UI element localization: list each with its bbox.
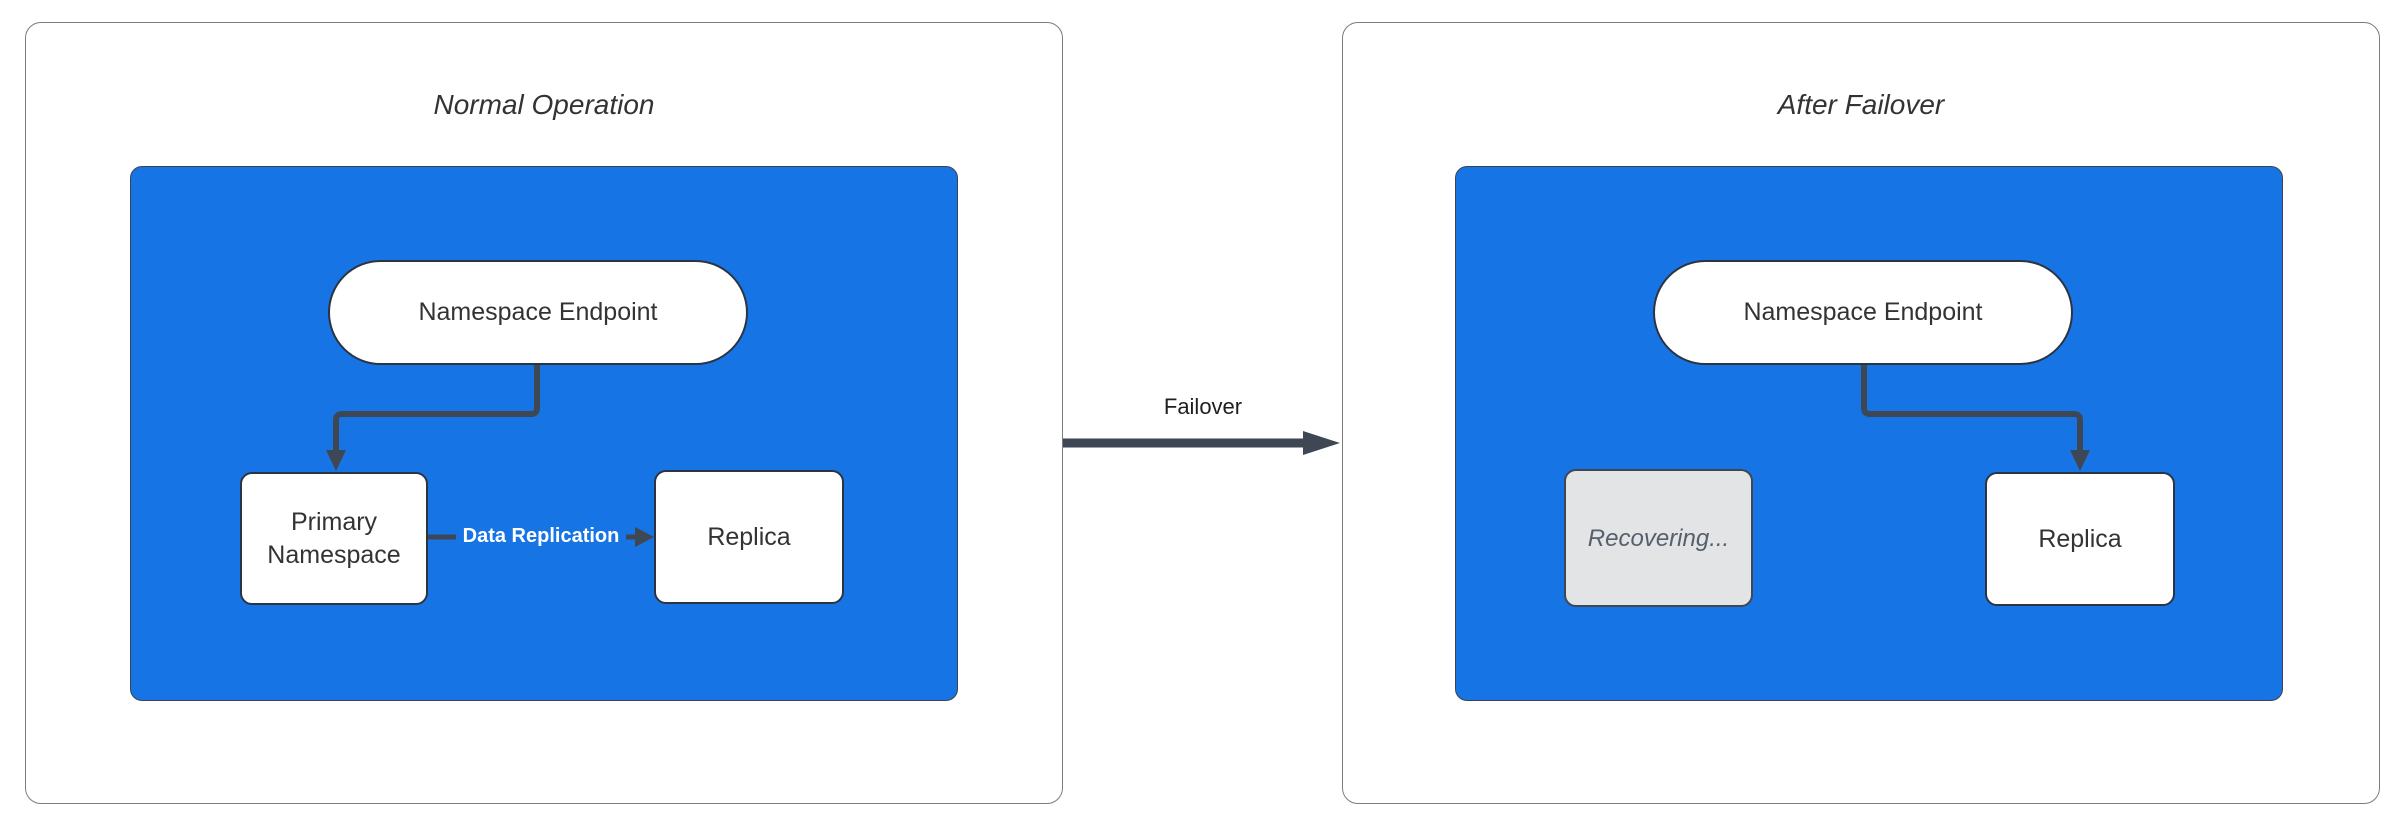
cluster-normal-operation: Namespace Endpoint Primary Namespace Rep… xyxy=(130,166,958,701)
node-primary-namespace: Primary Namespace xyxy=(240,472,428,605)
arrowhead-endpoint-to-primary xyxy=(326,450,346,471)
failover-arrow xyxy=(1063,431,1340,455)
panel-normal-operation-title: Normal Operation xyxy=(433,89,655,120)
node-namespace-endpoint-right: Namespace Endpoint xyxy=(1653,260,2073,365)
node-label: Primary Namespace xyxy=(267,507,401,569)
node-recovering: Recovering... xyxy=(1564,469,1753,607)
cluster-after-failover: Namespace Endpoint Recovering... Replica xyxy=(1455,166,2283,701)
arrowhead-endpoint-to-replica xyxy=(2070,450,2090,471)
node-label: Replica xyxy=(707,522,791,551)
node-label: Namespace Endpoint xyxy=(418,298,658,326)
panel-after-failover-title: After Failover xyxy=(1777,89,1945,120)
node-replica-left: Replica xyxy=(654,470,844,604)
failover-arrowhead xyxy=(1303,431,1340,455)
arrowhead-primary-to-replica xyxy=(635,527,654,547)
node-replica-right: Replica xyxy=(1985,472,2175,606)
edges-layer-right xyxy=(1861,365,2090,471)
edge-endpoint-to-replica xyxy=(1861,365,2083,453)
edges-layer-left xyxy=(326,365,654,547)
edge-label-data-replication: Data Replication xyxy=(456,521,626,551)
node-label: Namespace Endpoint xyxy=(1743,298,1983,326)
node-label: Replica xyxy=(2038,524,2122,553)
failover-arrow-label: Failover xyxy=(1163,394,1243,419)
node-label: Recovering... xyxy=(1587,524,1730,552)
node-namespace-endpoint-left: Namespace Endpoint xyxy=(328,260,748,365)
panel-after-failover: After Failover Namespace Endpoint Recove… xyxy=(1342,22,2380,804)
panel-normal-operation: Normal Operation Namespace Endpoint Prim… xyxy=(25,22,1063,804)
edge-endpoint-to-primary xyxy=(333,365,540,453)
